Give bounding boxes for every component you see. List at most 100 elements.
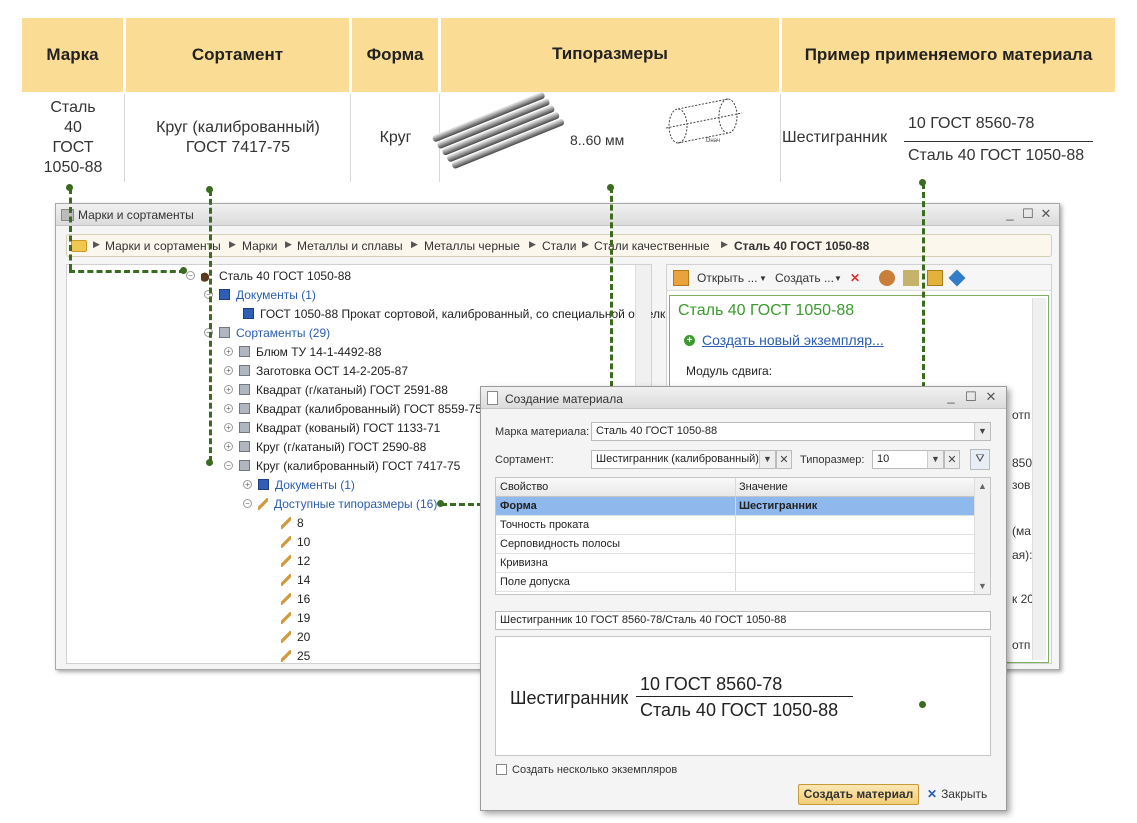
tree-item-label: Квадрат (калиброванный) ГОСТ 8559-75 [256, 401, 482, 416]
folder-icon[interactable] [71, 240, 87, 252]
tree-assortments[interactable]: − Сортаменты (29) [204, 323, 330, 342]
filter-icon[interactable]: ⛛ [970, 449, 990, 470]
dialog-close-button[interactable]: ✕Закрыть [927, 787, 987, 801]
expand-icon[interactable]: + [224, 442, 233, 451]
folder-icon[interactable] [927, 270, 943, 286]
users-icon[interactable] [879, 270, 895, 286]
material-name-field[interactable]: Шестигранник 10 ГОСТ 8560-78/Сталь 40 ГО… [495, 611, 991, 630]
collapse-icon[interactable]: − [204, 290, 213, 299]
expand-icon[interactable]: + [224, 385, 233, 394]
dialog-titlebar[interactable]: Создание материала _ ☐ ✕ [481, 387, 1006, 409]
collapse-icon[interactable]: − [243, 499, 252, 508]
expand-icon[interactable]: + [224, 423, 233, 432]
chevron-right-icon: ▶ [721, 239, 728, 249]
column-header-property[interactable]: Свойство [500, 481, 549, 493]
maximize-button[interactable]: ☐ [965, 389, 977, 404]
row-property: Точность проката [500, 519, 590, 531]
main-titlebar[interactable]: Марки и сортаменты _ ☐ ✕ [56, 204, 1059, 226]
tree-documents-label: Документы [236, 287, 298, 302]
tree-item[interactable]: +Круг (г/катаный) ГОСТ 2590-88 [224, 437, 426, 456]
close-button[interactable]: ✕ [1040, 206, 1052, 221]
create-material-button[interactable]: Создать материал [798, 784, 919, 805]
open-button[interactable]: Открыть ... [697, 271, 758, 285]
breadcrumb-item[interactable]: Стали качественные [594, 239, 710, 253]
tree-size-item[interactable]: 16 [281, 589, 310, 608]
filter-icon[interactable] [948, 269, 966, 287]
breadcrumb-item[interactable]: Металлы черные [424, 239, 520, 253]
row-value: Шестигранник [739, 500, 818, 512]
partial-text: зов [1012, 478, 1031, 492]
breadcrumb-item-current[interactable]: Сталь 40 ГОСТ 1050-88 [734, 239, 870, 253]
cube-icon [239, 403, 250, 414]
tree-item[interactable]: + Квадрат (калиброванный) ГОСТ 8559-75 [224, 399, 482, 418]
collapse-icon[interactable]: − [186, 271, 195, 280]
column-header-value[interactable]: Значение [739, 481, 788, 493]
scroll-up-icon[interactable]: ▲ [978, 481, 987, 491]
chevron-down-icon[interactable]: ▼ [759, 451, 775, 468]
tree-gost-doc[interactable]: ГОСТ 1050-88 Прокат сортовой, калиброван… [243, 304, 675, 323]
column-divider [735, 478, 736, 496]
minimize-button[interactable]: _ [1006, 206, 1014, 221]
tree-sizes[interactable]: − Доступные типоразмеры (16) [243, 494, 437, 513]
tree-documents[interactable]: − Документы (1) [204, 285, 316, 304]
table-row[interactable]: Поле допуска [496, 573, 976, 592]
expand-icon[interactable]: + [224, 366, 233, 375]
tree-size-item[interactable]: 20 [281, 627, 310, 646]
tree-size-item[interactable]: 19 [281, 608, 310, 627]
size-label: 19 [297, 610, 311, 625]
clear-icon[interactable]: ✕ [776, 450, 792, 469]
create-button[interactable]: Создать ... [775, 271, 834, 285]
size-field[interactable]: 10 ▼ [872, 450, 944, 469]
table-row[interactable]: Форма Шестигранник [496, 497, 976, 516]
size-label: 25 [297, 648, 311, 663]
minimize-button[interactable]: _ [947, 389, 955, 404]
chevron-down-icon[interactable]: ▼ [927, 451, 943, 468]
chevron-down-icon[interactable]: ▼ [834, 274, 842, 283]
breadcrumb-item[interactable]: Марки [242, 239, 278, 253]
grade-field[interactable]: Сталь 40 ГОСТ 1050-88 ▼ [591, 422, 991, 441]
table-row[interactable]: Серповидность полосы [496, 535, 976, 554]
tree-size-item[interactable]: 14 [281, 570, 310, 589]
tree-item[interactable]: +Блюм ТУ 14-1-4492-88 [224, 342, 382, 361]
table-row[interactable]: Точность проката [496, 516, 976, 535]
delete-icon[interactable]: ✕ [850, 271, 861, 285]
tree-root[interactable]: − Сталь 40 ГОСТ 1050-88 [186, 266, 351, 285]
tree-sub-documents[interactable]: + Документы (1) [243, 475, 355, 494]
tree-size-item[interactable]: 12 [281, 551, 310, 570]
tree-item[interactable]: −Круг (калиброванный) ГОСТ 7417-75 [224, 456, 460, 475]
expand-icon[interactable]: + [224, 404, 233, 413]
tree-item-label: Квадрат (кованый) ГОСТ 1133-71 [256, 420, 441, 435]
tree-item[interactable]: +Заготовка ОСТ 14-2-205-87 [224, 361, 408, 380]
pencil-icon [281, 554, 291, 567]
tree-size-item[interactable]: 8 [281, 513, 304, 532]
size-label: 20 [297, 629, 311, 644]
plus-icon[interactable]: + [684, 335, 695, 346]
open-folder-icon[interactable] [673, 270, 689, 286]
key-icon[interactable] [903, 270, 919, 286]
create-instance-link[interactable]: Создать новый экземпляр... [702, 332, 884, 348]
breadcrumb-item[interactable]: Стали [542, 239, 577, 253]
chevron-down-icon[interactable]: ▼ [759, 274, 767, 283]
breadcrumb-item[interactable]: Металлы и сплавы [297, 239, 403, 253]
collapse-icon[interactable]: − [224, 461, 233, 470]
clear-icon[interactable]: ✕ [944, 450, 960, 469]
table-row[interactable]: Кривизна [496, 554, 976, 573]
multi-instance-checkbox[interactable] [496, 764, 507, 775]
scroll-down-icon[interactable]: ▼ [978, 581, 987, 591]
expand-icon[interactable]: + [224, 347, 233, 356]
expand-icon[interactable]: + [243, 480, 252, 489]
breadcrumb-item[interactable]: Марки и сортаменты [105, 239, 221, 253]
detail-scrollbar[interactable] [1032, 298, 1046, 660]
tree-size-item[interactable]: 25 [281, 646, 310, 665]
maximize-button[interactable]: ☐ [1022, 206, 1034, 221]
chevron-down-icon[interactable]: ▼ [974, 423, 990, 440]
tree-item[interactable]: + Квадрат (кованый) ГОСТ 1133-71 [224, 418, 440, 437]
tree-item[interactable]: +Квадрат (г/катаный) ГОСТ 2591-88 [224, 380, 448, 399]
assortment-field[interactable]: Шестигранник (калиброванный) ▼ [591, 450, 776, 469]
close-button[interactable]: ✕ [985, 389, 997, 404]
chevron-right-icon: ▶ [285, 239, 292, 249]
collapse-icon[interactable]: − [204, 328, 213, 337]
cell-form: Круг [352, 94, 440, 182]
grid-scrollbar[interactable]: ▲ ▼ [974, 478, 990, 594]
tree-size-item[interactable]: 10 [281, 532, 310, 551]
